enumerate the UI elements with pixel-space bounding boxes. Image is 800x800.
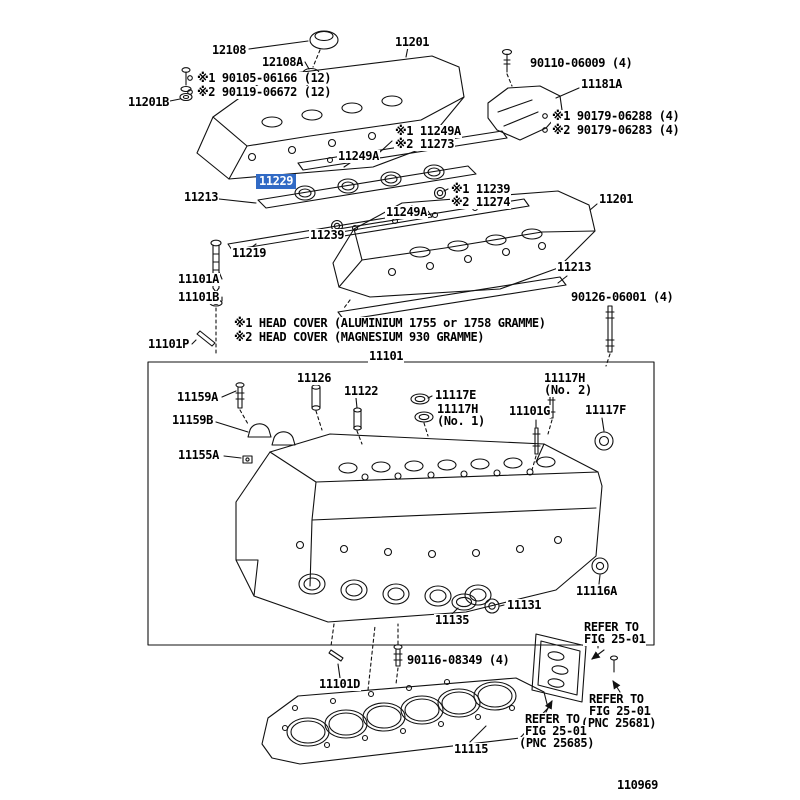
head-stud [605, 305, 615, 367]
part-label: 11159A [176, 390, 219, 404]
part-label: 11126 [296, 371, 333, 385]
part-label: 12108A [261, 55, 304, 69]
part-label: ※1 11239 [450, 182, 512, 196]
part-label: 11117E [434, 388, 477, 402]
part-label: (No. 2) [543, 383, 593, 397]
part-label: 11135 [434, 613, 471, 627]
part-label: 90116-08349 (4) [406, 653, 511, 667]
part-label: ※1 90179-06288 (4) [551, 109, 681, 123]
part-label: 11101 [368, 349, 405, 363]
valve-guides [311, 379, 363, 445]
cylinder-head [235, 433, 603, 623]
part-label: ※2 11273 [394, 137, 456, 151]
part-label: 11201B [127, 95, 170, 109]
part-label: 11131 [506, 598, 543, 612]
rear-plug [591, 557, 609, 585]
part-label: ※1 90105-06166 (12) [196, 71, 333, 85]
part-label: 11122 [343, 384, 380, 398]
part-label-highlighted: 11229 [256, 174, 297, 189]
legend-note: ※2 HEAD COVER (MAGNESIUM 930 GRAMME) [233, 330, 486, 344]
part-label: 11101G [508, 404, 551, 418]
part-label: 11219 [231, 246, 268, 260]
part-label: 12108 [211, 43, 248, 57]
part-label: ※2 11274 [450, 195, 512, 209]
cam-plugs [410, 393, 434, 437]
part-label: 11249A [337, 149, 380, 163]
head-bolt-bottom [393, 623, 403, 685]
part-label: 11201 [598, 192, 635, 206]
part-label: 11239 [309, 228, 346, 242]
refer-note: FIG 25-01 [588, 704, 652, 718]
part-label: 11181A [580, 77, 623, 91]
part-label: (No. 1) [436, 414, 486, 428]
cam-cap-bolt [221, 382, 249, 425]
cap-washer [223, 455, 253, 464]
oil-seal [594, 417, 614, 451]
part-label: 11101B [177, 290, 220, 304]
part-label: 11101A [177, 272, 220, 286]
refer-note: (PNC 25685) [518, 736, 596, 750]
part-label: 11116A [575, 584, 618, 598]
front-seals [451, 593, 505, 615]
refer-note: REFER TO [583, 620, 640, 634]
part-label: 11117F [584, 403, 627, 417]
part-label: 11159B [171, 413, 214, 427]
part-label: 11155A [177, 448, 220, 462]
part-label: 11213 [556, 260, 593, 274]
head-cover-gasket [209, 164, 477, 209]
part-label: 11101D [318, 677, 361, 691]
valve-cover-top [196, 46, 465, 180]
part-label: 11117H [543, 371, 586, 385]
dowel-pin [191, 330, 216, 347]
part-label: 11249A [385, 205, 428, 219]
part-label: 90110-06009 (4) [529, 56, 634, 70]
refer-note: REFER TO [588, 692, 645, 706]
part-label: ※2 90179-06283 (4) [551, 123, 681, 137]
refer-note: FIG 25-01 [583, 632, 647, 646]
refer-note: FIG 25-01 [524, 724, 588, 738]
part-label: 11213 [183, 190, 220, 204]
drawing-number: 110969 [616, 778, 659, 792]
legend-note: ※1 HEAD COVER (ALUMINIUM 1755 or 1758 GR… [233, 316, 547, 330]
part-label: 11117H [436, 402, 479, 416]
part-label: 11115 [453, 742, 490, 756]
camshaft-caps [215, 421, 296, 446]
part-label: ※1 11249A [394, 124, 462, 138]
part-label: 11101P [147, 337, 190, 351]
part-label: ※2 90119-06672 (12) [196, 85, 333, 99]
refer-note: REFER TO [524, 712, 581, 726]
front-cover-gasket [337, 275, 568, 321]
gasket-retainer [227, 210, 433, 251]
head-gasket [261, 625, 549, 765]
cover-bolt-grommet [169, 67, 193, 102]
refer-note: (PNC 25681) [580, 716, 658, 730]
dowel-pin-bottom [328, 623, 344, 679]
assembly-frame [147, 361, 655, 646]
part-label: 11201 [394, 35, 431, 49]
shield-bolt [501, 48, 513, 87]
part-label: 90126-06001 (4) [570, 290, 675, 304]
